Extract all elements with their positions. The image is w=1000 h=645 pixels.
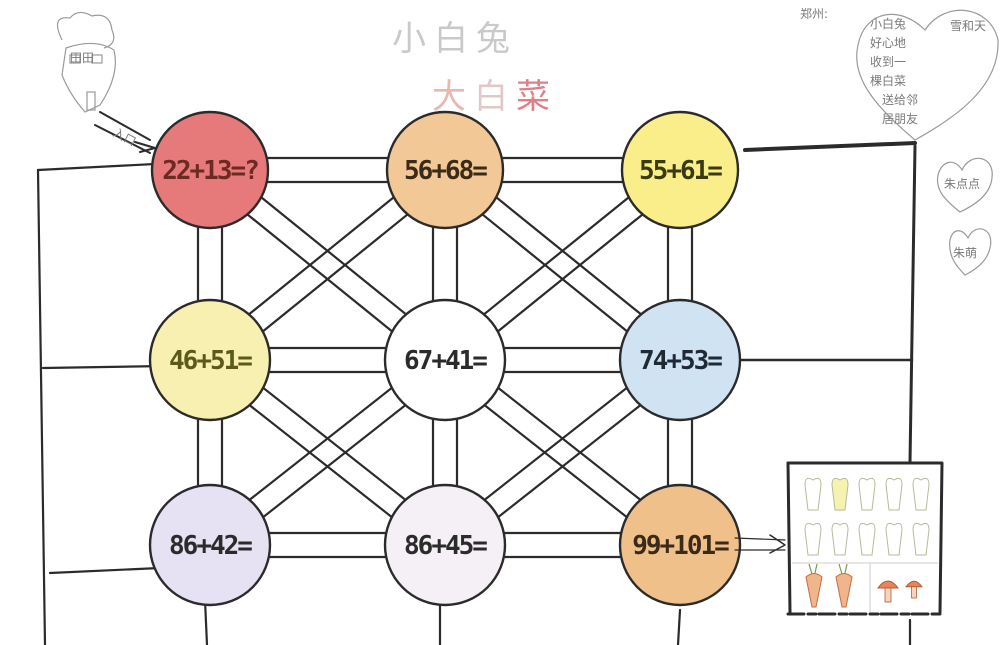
node-circle xyxy=(148,298,272,422)
cabbage-icon xyxy=(831,522,849,556)
node-r2c3[interactable]: 74+53= xyxy=(618,298,742,422)
story-line: 小白兔 xyxy=(870,16,906,31)
story-line: 收到一 xyxy=(870,55,906,69)
author-label: 郑州: xyxy=(800,6,828,21)
node-circle xyxy=(620,110,740,230)
node-circle xyxy=(385,110,505,230)
node-equation: 99+101= xyxy=(632,531,729,561)
title: 小白兔 大白菜 xyxy=(392,19,558,117)
node-circle xyxy=(618,298,742,422)
node-equation: 55+61= xyxy=(639,156,722,186)
cabbage-icon xyxy=(885,522,903,556)
node-r2c1[interactable]: 46+51= xyxy=(148,298,272,422)
node-equation: 86+42= xyxy=(169,531,252,561)
node-circle xyxy=(148,483,272,607)
node-r3c2[interactable]: 86+45= xyxy=(383,483,507,607)
small-heart-1-text: 朱点点 xyxy=(944,177,980,191)
small-heart-2: 朱萌 xyxy=(949,228,992,276)
title-line-1: 小白兔 xyxy=(392,19,518,59)
equation-nodes: 22+13=? 56+68= 55+61= 46+51= 67+41= 74+53= 86+… xyxy=(148,110,742,607)
node-equation: 67+41= xyxy=(404,346,487,376)
cabbage-icon xyxy=(858,477,876,511)
outer-frame xyxy=(36,141,917,645)
mushroom-stem xyxy=(911,586,917,599)
cabbage-icon xyxy=(804,522,822,556)
cabbage-icon xyxy=(804,477,822,511)
node-circle xyxy=(618,483,742,607)
node-circle xyxy=(383,298,507,422)
story-side-text: 雪和天 xyxy=(950,19,986,33)
node-r2c2[interactable]: 67+41= xyxy=(383,298,507,422)
carrot-icon xyxy=(805,573,823,608)
cabbage-icon xyxy=(831,477,849,511)
mushroom-icon xyxy=(905,580,923,588)
carrot-leaf xyxy=(808,563,818,575)
title-char: 菜 xyxy=(516,77,558,117)
start-house[interactable]: 田田 xyxy=(56,11,116,113)
mushroom-stem xyxy=(884,587,892,603)
small-heart-1: 朱点点 xyxy=(936,157,993,213)
cabbage-icon xyxy=(912,522,930,556)
start-arrow[interactable]: 入口 xyxy=(94,111,156,154)
story-line: 棵白菜 xyxy=(870,73,906,88)
carrot-leaf xyxy=(838,563,848,575)
node-r1c3[interactable]: 55+61= xyxy=(620,110,740,230)
cabbage-icon xyxy=(912,477,930,511)
node-equation: 74+53= xyxy=(639,346,722,376)
title-char: 大 xyxy=(432,77,474,117)
carrot-icon xyxy=(835,573,853,608)
story-line: 好心地 xyxy=(870,36,906,50)
goal-box[interactable] xyxy=(786,461,944,616)
title-line-2: 大白菜 xyxy=(432,77,558,117)
node-r1c2[interactable]: 56+68= xyxy=(385,110,505,230)
node-circle xyxy=(150,110,270,230)
story-line: 居朋友 xyxy=(882,112,918,126)
node-equation: 56+68= xyxy=(404,156,487,186)
node-equation: 46+51= xyxy=(169,346,252,376)
title-char: 白 xyxy=(474,77,516,117)
cabbage-icon xyxy=(885,477,903,511)
node-equation: 22+13=? xyxy=(162,156,258,186)
node-r3c1[interactable]: 86+42= xyxy=(148,483,272,607)
node-r3c3[interactable]: 99+101= xyxy=(618,483,742,607)
title-char: 兔 xyxy=(476,19,518,59)
goal-arrow xyxy=(734,534,786,554)
title-char: 小 xyxy=(392,19,434,59)
node-r1c1[interactable]: 22+13=? xyxy=(150,110,270,230)
node-equation: 86+45= xyxy=(404,531,487,561)
small-heart-2-text: 朱萌 xyxy=(953,246,977,260)
story-line: 送给邻 xyxy=(882,92,918,107)
mushroom-icon xyxy=(877,580,899,589)
house-label: 田田 xyxy=(70,51,94,65)
cabbage-icon xyxy=(858,522,876,556)
title-char: 白 xyxy=(434,19,476,59)
node-circle xyxy=(383,483,507,607)
